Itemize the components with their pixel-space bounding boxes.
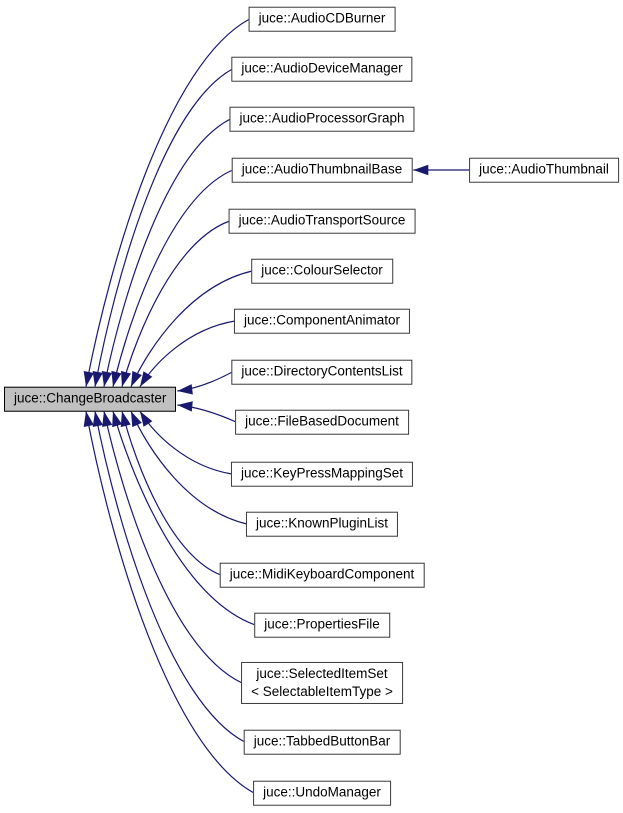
- class-box-audio-transport-source[interactable]: juce::AudioTransportSource: [228, 208, 416, 234]
- inheritance-arrow-audio-cdburner: [83, 18, 250, 387]
- class-box-colour-selector[interactable]: juce::ColourSelector: [251, 258, 393, 284]
- inheritance-arrow-audio-transport-source: [121, 220, 230, 387]
- inheritance-arrow-file-based-document: [177, 401, 237, 423]
- class-box-audio-processor-graph[interactable]: juce::AudioProcessorGraph: [229, 106, 415, 132]
- inheritance-arrow-undo-manager: [83, 411, 255, 794]
- inheritance-arrow-key-press-mapping-set: [139, 410, 233, 475]
- class-box-undo-manager[interactable]: juce::UndoManager: [253, 780, 391, 806]
- class-box-audio-thumbnail-base[interactable]: juce::AudioThumbnailBase: [231, 157, 413, 183]
- class-box-tabbed-button-bar[interactable]: juce::TabbedButtonBar: [243, 729, 401, 755]
- class-box-known-plugin-list[interactable]: juce::KnownPluginList: [245, 511, 399, 537]
- inheritance-arrow-audio-thumbnail-base: [111, 169, 233, 387]
- inheritance-arrow-audio-device-manager: [92, 68, 233, 387]
- class-box-audio-device-manager[interactable]: juce::AudioDeviceManager: [231, 56, 413, 82]
- class-box-midi-keyboard-component[interactable]: juce::MidiKeyboardComponent: [219, 562, 425, 588]
- inheritance-arrow-midi-keyboard-component: [120, 411, 221, 576]
- inheritance-arrow-tabbed-button-bar: [92, 411, 245, 743]
- inheritance-arrow-component-animator: [139, 320, 236, 388]
- class-box-key-press-mapping-set[interactable]: juce::KeyPressMappingSet: [230, 461, 414, 487]
- class-box-file-based-document[interactable]: juce::FileBasedDocument: [235, 409, 409, 435]
- class-box-audio-thumbnail[interactable]: juce::AudioThumbnail: [469, 157, 619, 183]
- class-box-audio-cdburner[interactable]: juce::AudioCDBurner: [248, 6, 396, 32]
- class-box-change-broadcaster: juce::ChangeBroadcaster: [4, 386, 177, 412]
- class-box-component-animator[interactable]: juce::ComponentAnimator: [233, 308, 411, 334]
- inheritance-arrow-colour-selector: [130, 270, 253, 387]
- inheritance-arrow-audio-processor-graph: [101, 118, 231, 387]
- class-box-directory-contents-list[interactable]: juce::DirectoryContentsList: [231, 359, 413, 385]
- inheritance-arrow-properties-file: [112, 411, 256, 626]
- inheritance-arrow-selected-item-set: [102, 411, 243, 684]
- class-box-selected-item-set[interactable]: juce::SelectedItemSet < SelectableItemTy…: [241, 661, 403, 705]
- class-box-properties-file[interactable]: juce::PropertiesFile: [254, 612, 390, 638]
- inheritance-arrow-directory-contents-list: [177, 371, 233, 395]
- inheritance-arrow-known-plugin-list: [130, 411, 248, 525]
